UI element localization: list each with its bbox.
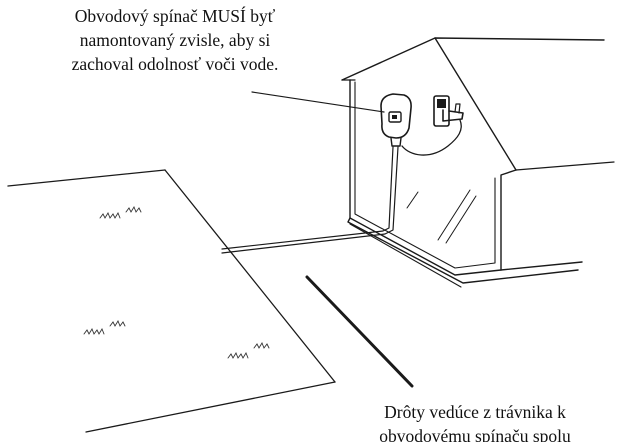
house-roof (341, 37, 605, 81)
grass-tuft (83, 319, 126, 335)
circuit-breaker-icon (380, 93, 412, 147)
bottom-caption: Drôty vedúce z trávnika k obvodovému spí… (330, 400, 620, 442)
grass-tuft (99, 205, 142, 219)
top-caption-line: namontovaný zvisle, aby si (79, 30, 271, 50)
bottom-caption-line: obvodovému spínaču spolu (379, 426, 571, 442)
lawn-top-edge (7, 169, 166, 187)
top-caption-line: zachoval odolnosť voči vode. (71, 54, 279, 74)
grass-tuft (227, 341, 270, 359)
window-reflection (406, 189, 477, 244)
house-front-wall (349, 79, 517, 276)
house (341, 37, 615, 288)
top-caption-line: Obvodový spínač MUSÍ byť (74, 6, 276, 26)
power-cord (401, 119, 462, 156)
ground-wire (305, 275, 414, 388)
outlet-icon (433, 95, 464, 127)
boundary-wire (221, 146, 399, 254)
lawn-bottom-edge (85, 381, 336, 433)
top-caption: Obvodový spínač MUSÍ byť namontovaný zvi… (40, 4, 310, 76)
lawn-right-edge (164, 169, 336, 383)
lawn (7, 169, 336, 433)
bottom-caption-line: Drôty vedúce z trávnika k (384, 402, 566, 422)
caption-leader-line (251, 91, 385, 113)
